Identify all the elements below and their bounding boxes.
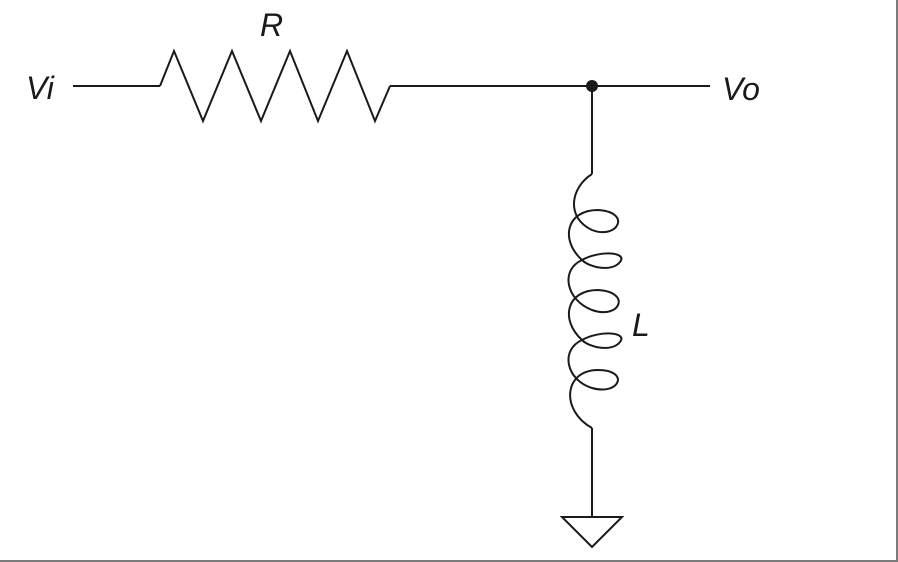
inductor-loop-2 bbox=[581, 252, 623, 269]
resistor-label: R bbox=[260, 7, 283, 43]
resistor-r-symbol bbox=[159, 48, 391, 124]
inductor-label: L bbox=[632, 307, 650, 343]
output-voltage-label: Vo bbox=[722, 71, 760, 107]
input-voltage-label: Vi bbox=[26, 70, 55, 106]
inductor-loop-4 bbox=[581, 332, 623, 349]
inductor-l-symbol bbox=[567, 173, 620, 429]
ground-symbol bbox=[559, 516, 625, 549]
